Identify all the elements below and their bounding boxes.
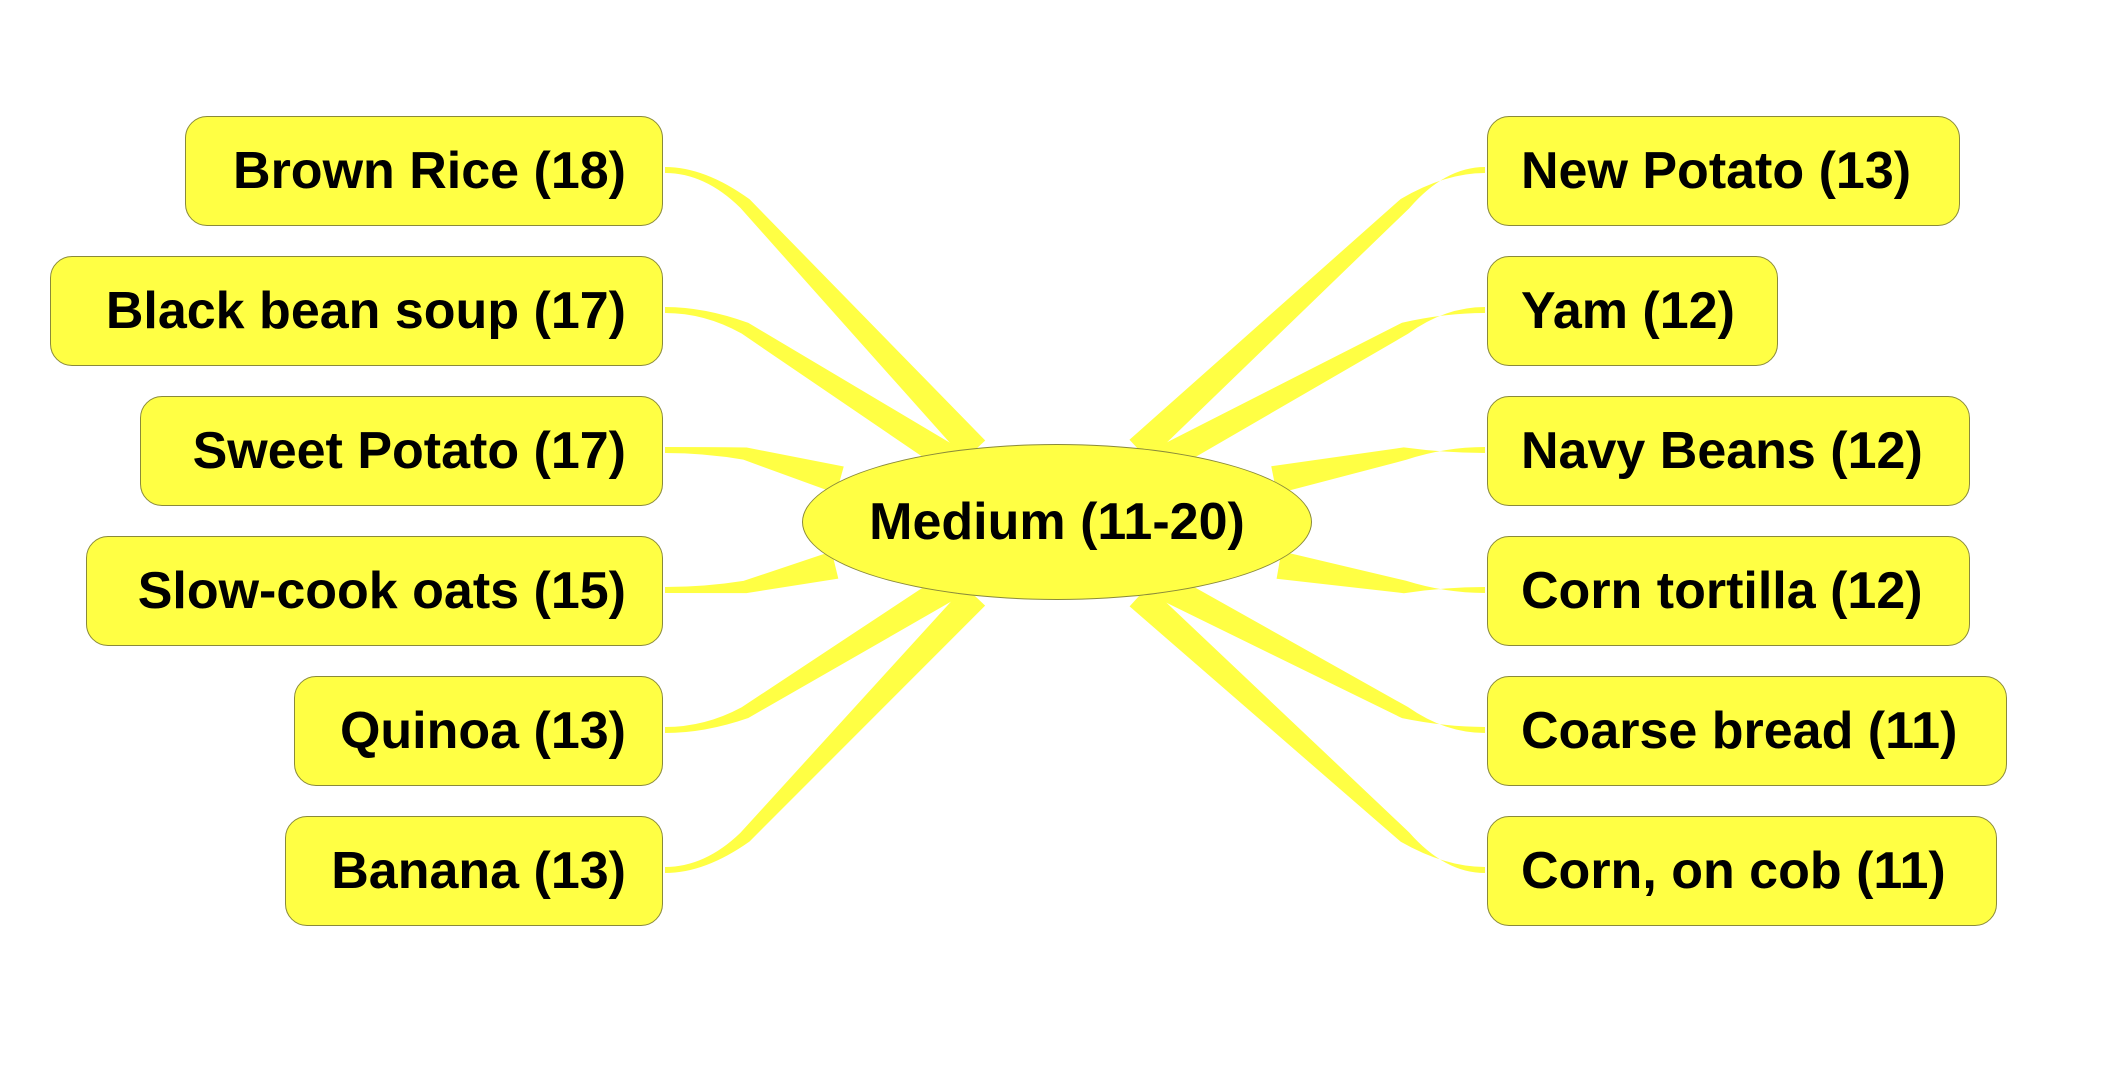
node-navy-beans[interactable]: Navy Beans (12) [1487,396,1970,506]
node-sweet-potato[interactable]: Sweet Potato (17) [140,396,663,506]
node-yam[interactable]: Yam (12) [1487,256,1778,366]
node-label: Banana (13) [331,842,626,900]
connector-left-4 [665,573,960,733]
node-banana[interactable]: Banana (13) [285,816,663,926]
node-label: Brown Rice (18) [233,142,626,200]
node-coarse-bread[interactable]: Coarse bread (11) [1487,676,2007,786]
connector-left-0 [665,167,986,460]
central-topic[interactable]: Medium (11-20) [802,444,1312,600]
connector-left-5 [665,586,986,873]
connector-right-3 [1276,551,1485,594]
node-slow-cook-oats[interactable]: Slow-cook oats (15) [86,536,663,646]
connector-right-4 [1155,572,1485,733]
connector-left-3 [665,551,839,594]
node-label: Slow-cook oats (15) [137,562,626,620]
node-label: Quinoa (13) [339,702,626,760]
node-label: New Potato (13) [1521,142,1912,200]
connector-right-0 [1129,167,1485,461]
node-brown-rice[interactable]: Brown Rice (18) [185,116,663,226]
connector-left-1 [665,307,963,474]
node-corn-tortilla[interactable]: Corn tortilla (12) [1487,536,1970,646]
central-topic-label: Medium (11-20) [869,493,1245,551]
node-label: Sweet Potato (17) [192,422,626,480]
connector-right-1 [1152,307,1485,475]
node-label: Corn, on cob (11) [1521,842,1946,900]
node-quinoa[interactable]: Quinoa (13) [294,676,663,786]
node-label: Coarse bread (11) [1521,702,1958,760]
node-label: Navy Beans (12) [1521,422,1923,480]
node-corn-on-cob[interactable]: Corn, on cob (11) [1487,816,1997,926]
node-black-bean-soup[interactable]: Black bean soup (17) [50,256,663,366]
node-label: Black bean soup (17) [105,282,626,340]
connector-left-2 [665,447,844,494]
node-new-potato[interactable]: New Potato (13) [1487,116,1960,226]
node-label: Corn tortilla (12) [1521,562,1923,620]
connector-right-2 [1271,447,1485,494]
connector-right-5 [1129,585,1485,873]
node-label: Yam (12) [1521,282,1735,340]
